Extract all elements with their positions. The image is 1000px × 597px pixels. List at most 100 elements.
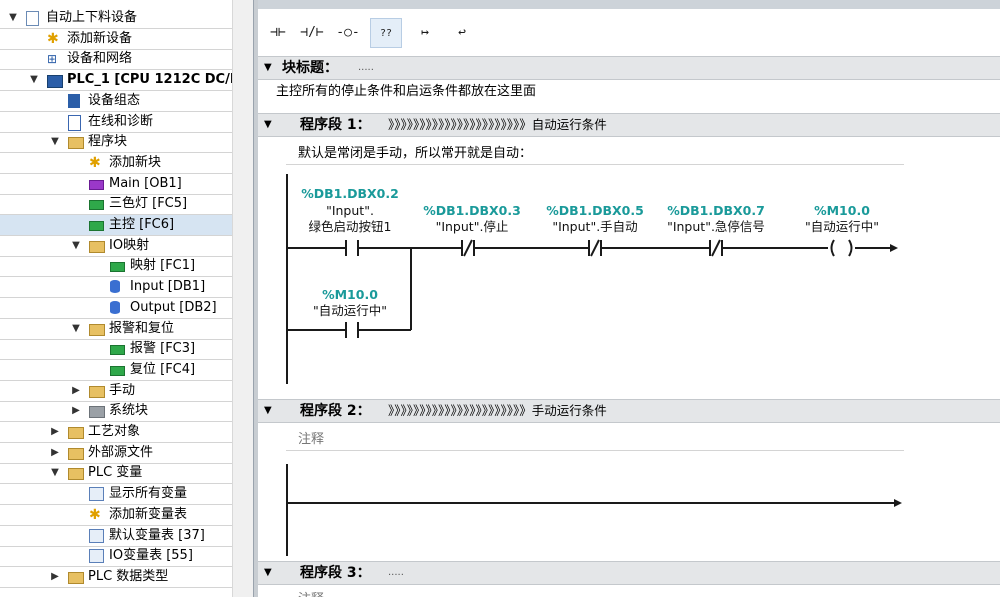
tag-table-icon	[89, 549, 104, 564]
contact1-symbol-1: "Input".	[326, 203, 374, 218]
collapse-icon[interactable]: ▼	[264, 567, 272, 578]
tree-item[interactable]: 设备组态	[0, 91, 232, 111]
collapse-icon[interactable]: ▼	[264, 119, 272, 130]
contact1-symbol-2: 绿色启动按钮1	[309, 219, 392, 234]
tree-item-label: 外部源文件	[88, 444, 154, 460]
tree-vertical-scrollbar[interactable]	[232, 0, 253, 597]
tree-item-label: PLC_1 [CPU 1212C DC/DC...	[67, 72, 253, 88]
tree-item[interactable]: ▼自动上下料设备	[0, 8, 232, 28]
network-3-title: 程序段 3：	[300, 565, 371, 581]
pane-splitter[interactable]	[253, 0, 259, 597]
network-2-header[interactable]: ▼ 程序段 2： 》》》》》》》》》》》》》》》》》》》》》》手动运行条件	[258, 399, 1000, 423]
tree-item[interactable]: Main [OB1]	[0, 174, 232, 194]
tree-item-label: Input [DB1]	[130, 279, 206, 295]
tree-row-divider	[0, 297, 232, 299]
expand-arrow-right-icon[interactable]: ▶	[51, 426, 59, 437]
tree-row-divider	[0, 545, 232, 547]
tree-row-divider	[0, 338, 232, 340]
network-1-header[interactable]: ▼ 程序段 1： 》》》》》》》》》》》》》》》》》》》》》》自动运行条件	[258, 113, 1000, 137]
tree-item[interactable]: 报警 [FC3]	[0, 339, 232, 359]
fc-block-icon	[110, 365, 125, 376]
empty-box-button[interactable]: ??	[370, 18, 402, 48]
tree-item[interactable]: ▼ PLC_1 [CPU 1212C DC/DC...	[0, 70, 253, 90]
tree-item-label: 显示所有变量	[109, 486, 188, 502]
tree-item[interactable]: 显示所有变量	[0, 484, 232, 504]
expand-arrow-down-icon[interactable]: ▼	[51, 136, 59, 148]
network-2-comment[interactable]: 注释	[298, 432, 325, 447]
network-2-title-comment[interactable]: 》》》》》》》》》》》》》》》》》》》》》》手动运行条件	[388, 403, 607, 418]
open-branch-button[interactable]: ↦	[421, 25, 429, 40]
tree-item-label: Output [DB2]	[130, 299, 217, 315]
no-contact-button[interactable]: ⊣⊢	[270, 25, 286, 40]
expand-arrow-down-icon[interactable]: ▼	[30, 74, 38, 86]
expand-arrow-right-icon[interactable]: ▶	[72, 384, 80, 396]
technology-objects-icon	[68, 427, 84, 439]
fc-block-icon	[89, 221, 104, 231]
tree-item[interactable]: ▼报警和复位	[0, 319, 232, 339]
network-3-comment[interactable]: 注释	[298, 588, 324, 597]
tree-item-label: 在线和诊断	[88, 113, 154, 129]
collapse-icon[interactable]: ▼	[264, 62, 272, 73]
tree-item-label: 默认变量表 [37]	[109, 527, 205, 543]
tree-item-label: 程序块	[88, 134, 128, 150]
expand-arrow-down-icon[interactable]: ▼	[9, 12, 17, 23]
tree-item[interactable]: 在线和诊断	[0, 112, 232, 132]
plc-tags-folder-icon	[68, 468, 84, 481]
tree-item-label: 手动	[109, 382, 136, 398]
tree-item-label: 主控 [FC6]	[109, 217, 175, 232]
tree-item[interactable]: ▶ 外部源文件	[0, 443, 232, 463]
ladder-toolbar: ⊣⊢ ⊣/⊢ -○- ?? ↦ ↩	[258, 9, 1000, 52]
tree-item[interactable]: Input [DB1]	[0, 277, 232, 297]
folder-icon	[89, 385, 105, 398]
tree-item[interactable]: ✱添加新设备	[0, 29, 232, 49]
tree-row-divider	[0, 90, 232, 92]
block-comment[interactable]: 主控所有的停止条件和启运条件都放在这里面	[276, 84, 537, 99]
tree-item[interactable]: ✱添加新变量表	[0, 505, 232, 525]
tree-item-label: 添加新块	[109, 154, 162, 170]
plc-data-types-icon	[68, 571, 84, 584]
tree-item[interactable]: 复位 [FC4]	[0, 360, 232, 380]
nc-contact-button[interactable]: ⊣/⊢	[300, 25, 324, 40]
ladder-editor: ⊣⊢ ⊣/⊢ -○- ?? ↦ ↩ ▼ 块标题： ..... 主控所有的停止条件…	[258, 0, 1000, 597]
expand-arrow-down-icon[interactable]: ▼	[72, 239, 80, 251]
tree-item[interactable]: ▼IO映射	[0, 236, 232, 256]
expand-arrow-down-icon[interactable]: ▼	[72, 322, 80, 334]
tree-item[interactable]: 默认变量表 [37]	[0, 526, 232, 546]
tree-item[interactable]: ▶系统块	[0, 401, 232, 421]
tree-item[interactable]: 映射 [FC1]	[0, 256, 232, 276]
folder-icon	[89, 323, 105, 336]
network-1-title-comment[interactable]: 》》》》》》》》》》》》》》》》》》》》》》自动运行条件	[388, 117, 607, 132]
tree-item[interactable]: ▼ 程序块	[0, 132, 232, 152]
tree-item[interactable]: ▶工艺对象	[0, 422, 232, 442]
expand-arrow-right-icon[interactable]: ▶	[51, 570, 59, 582]
coil-symbol: "自动运行中"	[805, 219, 879, 234]
coil-auto-running	[830, 239, 853, 257]
tree-item[interactable]: 主控 [FC6]	[0, 215, 232, 235]
network-3-header[interactable]: ▼ 程序段 3： .....	[258, 561, 1000, 585]
close-branch-button[interactable]: ↩	[458, 25, 466, 40]
tree-row-divider	[0, 483, 232, 485]
expand-arrow-right-icon[interactable]: ▶	[51, 446, 59, 458]
tree-item[interactable]: ▶PLC 数据类型	[0, 567, 232, 587]
collapse-icon[interactable]: ▼	[264, 405, 272, 416]
network-1-comment[interactable]: 默认是常闭是手动，所以常开就是自动：	[298, 146, 533, 161]
tree-row-divider	[0, 214, 232, 216]
network-icon: ⊞	[47, 52, 58, 67]
tree-item[interactable]: ✱添加新块	[0, 153, 232, 173]
tree-item[interactable]: 三色灯 [FC5]	[0, 194, 232, 214]
system-folder-icon	[89, 406, 105, 419]
expand-arrow-right-icon[interactable]: ▶	[72, 405, 80, 417]
block-title-header[interactable]: ▼ 块标题： .....	[258, 56, 1000, 80]
tree-item[interactable]: ▼PLC 变量	[0, 463, 232, 483]
show-all-tags-icon	[89, 487, 104, 502]
expand-arrow-down-icon[interactable]: ▼	[51, 467, 59, 479]
tree-item-label: 设备组态	[88, 92, 141, 108]
tree-item-label: 三色灯 [FC5]	[109, 196, 188, 212]
tree-item[interactable]: IO变量表 [55]	[0, 546, 232, 566]
coil-button[interactable]: -○-	[336, 25, 360, 40]
tree-item[interactable]: Output [DB2]	[0, 298, 232, 318]
tree-item[interactable]: ⊞设备和网络	[0, 49, 232, 69]
tree-item[interactable]: ▶ 手动	[0, 381, 232, 401]
contact5-address: %M10.0	[322, 287, 378, 302]
external-source-icon	[68, 447, 84, 460]
